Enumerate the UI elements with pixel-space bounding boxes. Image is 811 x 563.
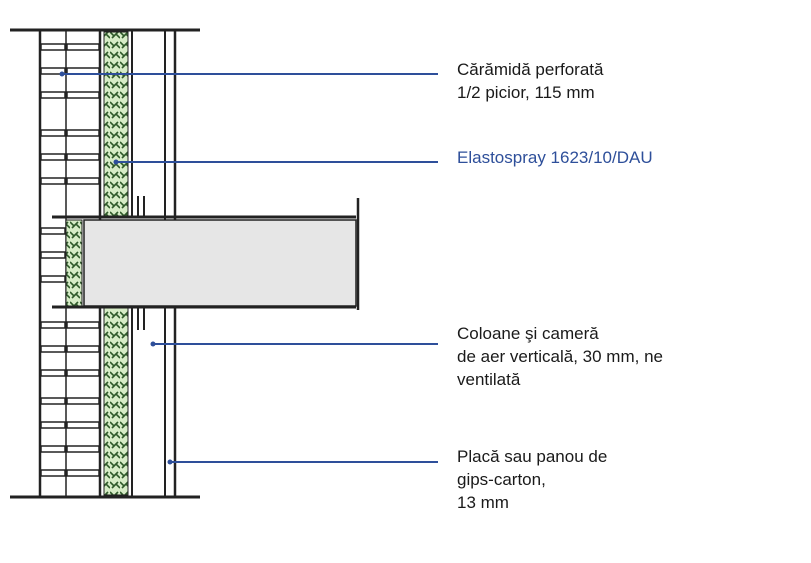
label-elastospray-line1: Elastospray 1623/10/DAU: [457, 148, 653, 167]
brick-course: [40, 251, 66, 259]
brick-course: [40, 421, 66, 429]
brick-course: [40, 91, 66, 99]
brick-course: [66, 397, 100, 405]
insulation-beam: [65, 219, 83, 307]
brick-course: [40, 43, 66, 51]
brick-course: [40, 129, 66, 137]
label-air-chamber-line3: ventilată: [457, 370, 521, 389]
brick-course: [40, 153, 66, 161]
brick-course: [66, 177, 100, 185]
brick-courses: [40, 43, 100, 477]
leader-lines: [62, 73, 438, 463]
brick-course: [66, 153, 100, 161]
label-elastospray: Elastospray 1623/10/DAU: [457, 146, 653, 169]
brick-course: [66, 91, 100, 99]
brick-course: [40, 275, 66, 283]
label-air-chamber: Coloane şi cameră de aer verticală, 30 m…: [457, 322, 663, 391]
insulation-lower: [103, 306, 129, 496]
brick-course: [40, 321, 66, 329]
brick-course: [66, 345, 100, 353]
brick-course: [66, 43, 100, 51]
brick-course: [66, 369, 100, 377]
label-air-chamber-line2: de aer verticală, 30 mm, ne: [457, 347, 663, 366]
brick-course: [40, 67, 66, 75]
brick-course: [66, 421, 100, 429]
brick-course: [40, 177, 66, 185]
brick-course: [40, 397, 66, 405]
brick-course: [40, 469, 66, 477]
air-chamber-columns: [131, 30, 145, 497]
insulation-upper: [103, 31, 129, 218]
brick-course: [40, 369, 66, 377]
label-brick-line2: 1/2 picior, 115 mm: [457, 83, 595, 102]
leader-dots: [59, 71, 173, 465]
label-gips: Placă sau panou de gips-carton, 13 mm: [457, 445, 607, 514]
brick-course: [40, 345, 66, 353]
floor-beam: [83, 219, 357, 307]
label-gips-line2: gips-carton,: [457, 470, 546, 489]
brick-course: [40, 227, 66, 235]
label-air-chamber-line1: Coloane şi cameră: [457, 324, 599, 343]
label-gips-line3: 13 mm: [457, 493, 509, 512]
brick-course: [40, 445, 66, 453]
label-gips-line1: Placă sau panou de: [457, 447, 608, 466]
label-brick-line1: Cărămidă perforată: [457, 60, 604, 79]
label-brick: Cărămidă perforată 1/2 picior, 115 mm: [457, 58, 603, 104]
brick-course: [66, 469, 100, 477]
brick-course: [66, 321, 100, 329]
brick-course: [66, 445, 100, 453]
brick-course: [66, 129, 100, 137]
